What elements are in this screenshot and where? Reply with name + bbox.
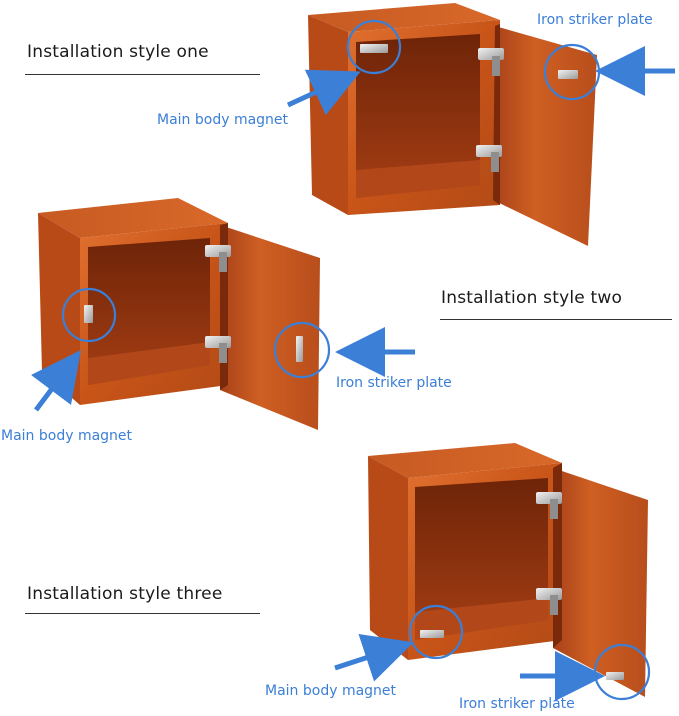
magnet-highlight-circle <box>408 604 464 660</box>
magnet-icon <box>360 44 388 53</box>
striker-plate-icon <box>558 70 578 79</box>
magnet-icon <box>84 305 93 323</box>
cabinet-one <box>286 3 675 246</box>
magnet-arrow <box>334 634 414 682</box>
magnet-arrow <box>286 69 361 116</box>
section-three-underline <box>25 613 260 614</box>
section-three-plate-label: Iron striker plate <box>459 696 575 712</box>
section-three-heading: Installation style three <box>27 584 223 604</box>
section-one-underline <box>25 74 260 75</box>
section-three-magnet-label: Main body magnet <box>265 683 397 699</box>
section-two-underline <box>440 319 672 320</box>
striker-highlight-circle <box>273 321 331 379</box>
section-two-heading: Installation style two <box>441 288 623 308</box>
hinge-icon <box>476 48 504 172</box>
hinge-icon <box>536 492 562 615</box>
magnet-icon <box>420 630 444 638</box>
section-one-plate-label: Iron striker plate <box>537 12 653 28</box>
magnet-highlight-circle <box>346 19 402 75</box>
cabinet-three <box>334 443 651 701</box>
magnet-highlight-circle <box>61 287 117 343</box>
section-one-magnet-label: Main body magnet <box>157 112 289 128</box>
hinge-icon <box>205 245 231 363</box>
section-two-magnet-label: Main body magnet <box>1 428 133 444</box>
striker-plate-icon <box>606 672 624 680</box>
striker-plate-icon <box>296 336 303 362</box>
section-one-heading: Installation style one <box>27 42 209 62</box>
cabinet-two <box>31 198 415 430</box>
magnet-arrow <box>31 350 81 412</box>
section-two-plate-label: Iron striker plate <box>336 375 452 391</box>
